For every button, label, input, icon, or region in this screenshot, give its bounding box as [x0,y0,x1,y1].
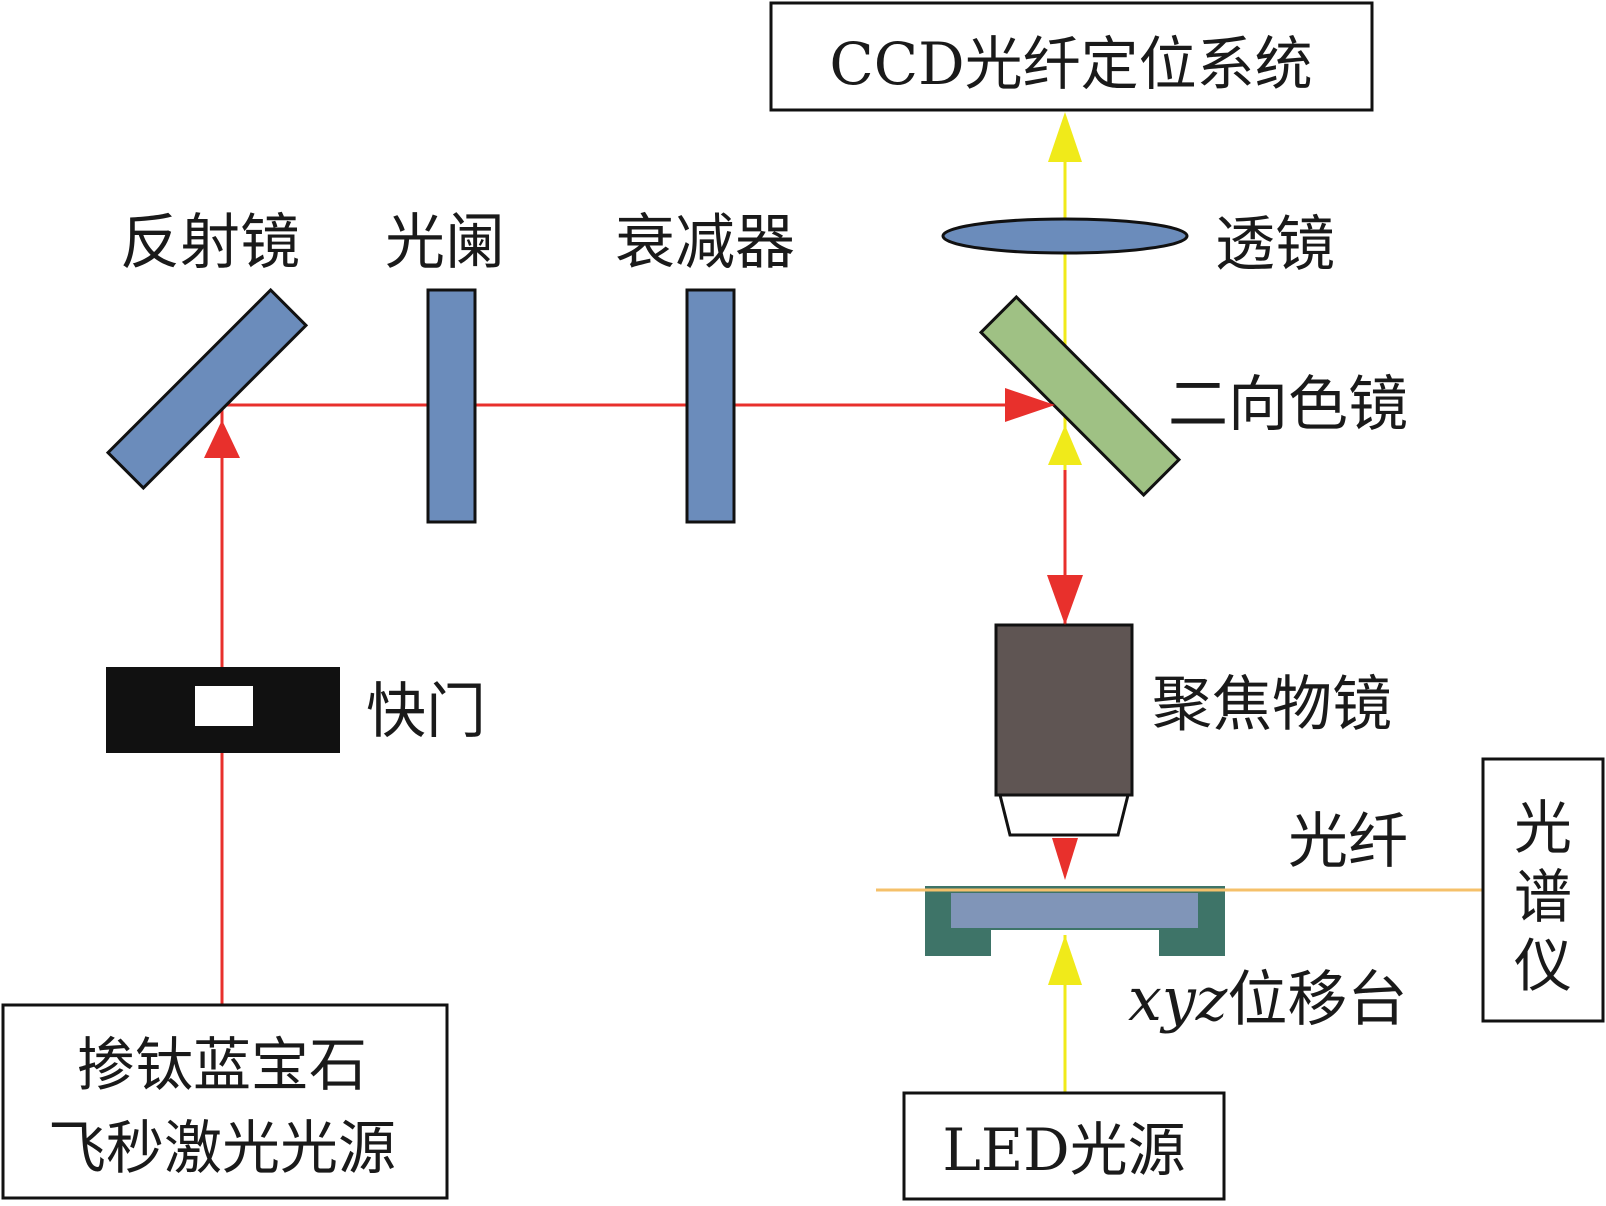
laser-source-label-line2: 飞秒激光光源 [48,1114,396,1182]
aperture-label: 光阑 [385,208,505,278]
spectrometer-label-line1: 光 [1514,794,1572,862]
stage-label: xyz位移台 [1128,965,1407,1035]
led-arrow-up-dichroic [1048,425,1082,465]
spectrometer-label-line2: 谱 [1514,863,1572,931]
stage-label-suffix: 位移台 [1227,965,1407,1035]
laser-source-box [1,1003,449,1200]
shutter-window [195,686,253,726]
led-arrow-up-ccd [1048,112,1082,162]
fiber-label: 光纤 [1288,807,1408,877]
dichroic-mirror [978,294,1182,498]
mirror-label: 反射镜 [120,208,300,278]
led-box-label: LED光源 [942,1116,1185,1184]
mirror [105,287,309,491]
laser-arrow-down [1047,575,1083,625]
lens [941,217,1189,255]
ccd-box-label: CCD光纤定位系统 [829,30,1312,98]
objective-label: 聚焦物镜 [1152,670,1392,740]
stage-sample-plate [951,893,1198,928]
stage-label-prefix: xyz [1128,965,1228,1035]
ccd-box [769,1,1374,112]
aperture [426,288,477,524]
lens-label: 透镜 [1215,210,1335,280]
spectrometer-box [1481,757,1605,1023]
focusing-objective [994,623,1134,797]
attenuator [685,288,736,524]
focused-laser-spot [1052,838,1078,880]
laser-arrow-up [204,420,240,458]
objective-tip [998,793,1130,837]
laser-arrow-right [1005,388,1055,422]
led-box [902,1091,1226,1201]
spectrometer-label-line3: 仪 [1514,932,1572,1000]
led-arrow-up-stage [1048,935,1082,985]
shutter-label: 快门 [366,677,486,747]
attenuator-label: 衰减器 [615,208,795,278]
laser-source-label-line1: 掺钛蓝宝石 [77,1031,367,1099]
dichroic-label: 二向色镜 [1168,370,1408,440]
